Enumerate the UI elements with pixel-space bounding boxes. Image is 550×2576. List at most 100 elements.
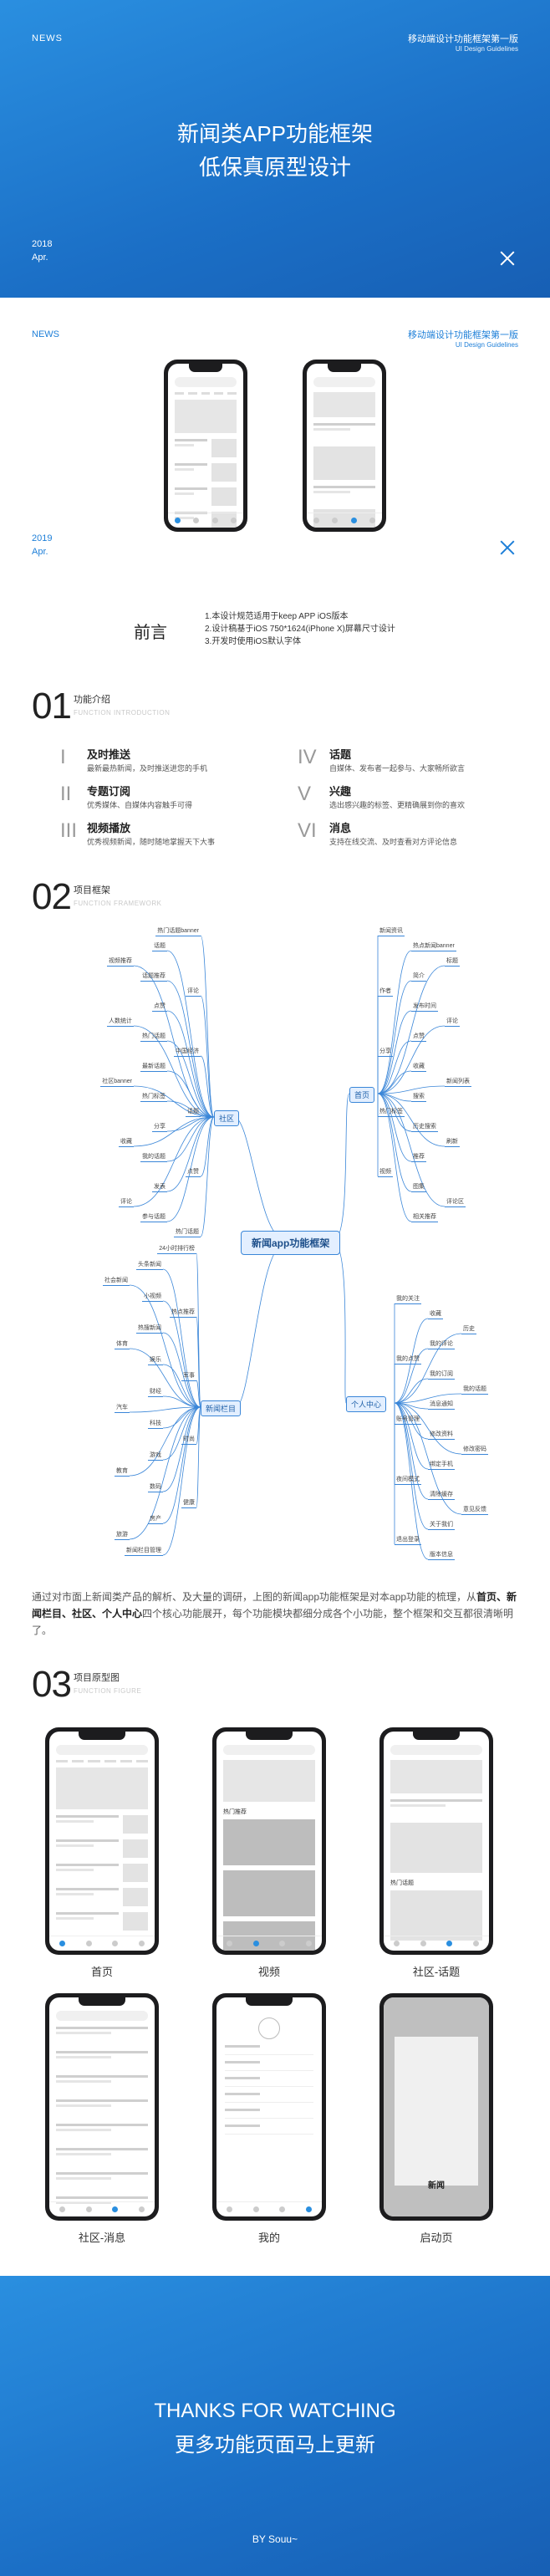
mind-map-leaf: 健康 xyxy=(181,1500,196,1508)
mind-map-connector xyxy=(129,1348,201,1408)
mind-map-leaf: 夜间模式 xyxy=(395,1477,421,1485)
mind-map-leaf: 清除缓存 xyxy=(428,1492,455,1500)
mind-map-leaf: 新闻列表 xyxy=(445,1079,471,1087)
mind-map-leaf: 视频 xyxy=(378,1169,393,1177)
roman-numeral: IV xyxy=(298,746,317,768)
preface-item: 2.设计稿基于iOS 750*1624(iPhone X)屏幕尺寸设计 xyxy=(205,625,395,634)
mind-map-connector xyxy=(200,1116,215,1237)
mind-map-connector xyxy=(394,1333,462,1404)
mind-map-connector xyxy=(133,1025,215,1118)
feature-desc: 自媒体、发布者一起参与、大家畅所欲言 xyxy=(329,764,466,773)
mind-map-connector xyxy=(394,1318,429,1404)
mind-map-leaf: 汽车 xyxy=(115,1405,130,1413)
mind-map-leaf: 收藏 xyxy=(119,1139,134,1147)
framework-description: 通过对市面上新闻类产品的解析、及大量的调研，上图的新闻app功能框架是对本app… xyxy=(32,1589,525,1639)
footer-more: 更多功能页面马上更新 xyxy=(175,2434,375,2456)
section-title: 项目框架 xyxy=(74,885,110,895)
mind-map-connector xyxy=(162,1395,201,1408)
mind-map-connector xyxy=(394,1402,429,1500)
mind-map-leaf: 数码 xyxy=(148,1484,163,1492)
mind-map-connector xyxy=(162,1406,201,1524)
mind-map-leaf: 娱乐 xyxy=(148,1357,163,1365)
mind-map-connector xyxy=(129,1284,201,1408)
cover-right-sub: UI Design Guidelines xyxy=(455,341,518,349)
mind-map-leaf: 财经 xyxy=(148,1389,163,1397)
mind-map-leaf: 意见反馈 xyxy=(461,1507,488,1515)
mind-map-connector xyxy=(394,1402,462,1515)
prototype-caption: 首页 xyxy=(90,1966,113,1978)
section-number: 03 xyxy=(32,1664,72,1705)
mind-map-leaf: 相关推荐 xyxy=(411,1214,438,1222)
mind-map-leaf: 军事 xyxy=(181,1373,196,1381)
hero-month: Apr. xyxy=(32,252,48,263)
mind-map-leaf: 发表 xyxy=(152,1184,167,1192)
cover-right-title: 移动端设计功能框架第一版 xyxy=(408,330,518,340)
prototype-mine xyxy=(212,1993,326,2221)
hero-title-line1: 新闻类APP功能框架 xyxy=(176,121,374,146)
mind-map-connector xyxy=(166,1116,215,1222)
prototype-splash: 新闻 xyxy=(379,1993,493,2221)
brand-label: NEWS xyxy=(32,33,63,43)
mind-map-connector xyxy=(377,1070,412,1094)
hot-topic-label: 热门话题 xyxy=(390,1880,414,1886)
mind-map-leaf: 热门话题 xyxy=(140,1033,167,1042)
close-icon xyxy=(500,540,515,555)
roman-numeral: II xyxy=(60,783,72,805)
mind-map-leaf: 房产 xyxy=(148,1516,163,1524)
mind-map-leaf: 新闻资讯 xyxy=(378,928,405,936)
prototype-home xyxy=(45,1727,159,1955)
mind-map-leaf: 话题 xyxy=(152,943,167,951)
hero-banner: NEWS 移动端设计功能框架第一版 UI Design Guidelines 新… xyxy=(0,0,550,298)
mind-map-leaf: 社区banner xyxy=(100,1079,134,1087)
mind-map-leaf: 分享 xyxy=(378,1048,393,1057)
mind-map-connector xyxy=(394,1402,429,1530)
mind-map-leaf: 历史 xyxy=(461,1326,476,1334)
mind-map-connector xyxy=(394,1402,462,1455)
mind-map-leaf: 收藏 xyxy=(411,1064,426,1072)
mind-map-connector xyxy=(394,1393,462,1404)
mind-map-connector xyxy=(200,935,215,1118)
feature-title: 消息 xyxy=(329,822,352,834)
mind-map-connector xyxy=(196,1406,201,1445)
preface-item: 3.开发时使用iOS默认字体 xyxy=(205,637,302,646)
mind-map-leaf: 教育 xyxy=(115,1468,130,1477)
hero-year: 2018 xyxy=(32,239,53,249)
mind-map-connector xyxy=(200,1055,215,1118)
mind-map-connector xyxy=(162,1364,201,1408)
footer-banner: THANKS FOR WATCHING 更多功能页面马上更新 BY Souu~ xyxy=(0,2276,550,2576)
mind-map-connector xyxy=(377,980,412,1094)
mind-map-connector xyxy=(394,1348,429,1404)
mind-map-leaf: 简介 xyxy=(411,973,426,982)
mind-map-leaf: 我的评论 xyxy=(428,1341,455,1349)
cover-preview: NEWS 移动端设计功能框架第一版 UI Design Guidelines 2… xyxy=(0,298,550,574)
feature-title: 兴趣 xyxy=(329,785,352,798)
mind-map-leaf: 历史搜索 xyxy=(411,1124,438,1132)
preface-item: 1.本设计规范适用于keep APP iOS版本 xyxy=(205,612,349,621)
prototype-caption: 启动页 xyxy=(420,2232,453,2244)
avatar xyxy=(258,2017,280,2039)
brand-label: NEWS xyxy=(32,329,59,339)
feature-title: 话题 xyxy=(329,748,352,761)
mind-map-leaf: 点赞 xyxy=(411,1033,426,1042)
section-number: 01 xyxy=(32,686,72,727)
preface-title: 前言 xyxy=(134,624,167,642)
mind-map-leaf: 修改资料 xyxy=(428,1431,455,1440)
mind-map-leaf: 分享 xyxy=(152,1124,167,1132)
mind-map-leaf: 游戏 xyxy=(148,1452,163,1461)
roman-numeral: I xyxy=(60,746,66,768)
section-title: 项目原型图 xyxy=(74,1673,120,1683)
mind-map-connector xyxy=(166,1116,215,1132)
mind-map-connector xyxy=(166,950,215,1118)
roman-numeral: V xyxy=(298,783,312,805)
mind-map-connector xyxy=(377,965,446,1094)
footer-author: BY Souu~ xyxy=(252,2533,298,2545)
mind-map-connector xyxy=(133,1116,215,1147)
mind-map-leaf: 我的订阅 xyxy=(428,1371,455,1380)
mind-map-connector xyxy=(166,1070,215,1118)
section-number: 02 xyxy=(32,876,72,917)
mind-map-connector xyxy=(394,1402,429,1470)
prototype-caption: 社区-消息 xyxy=(78,2232,126,2244)
feature-title: 及时推送 xyxy=(87,748,131,761)
mind-map-leaf: 发布时间 xyxy=(411,1003,438,1012)
